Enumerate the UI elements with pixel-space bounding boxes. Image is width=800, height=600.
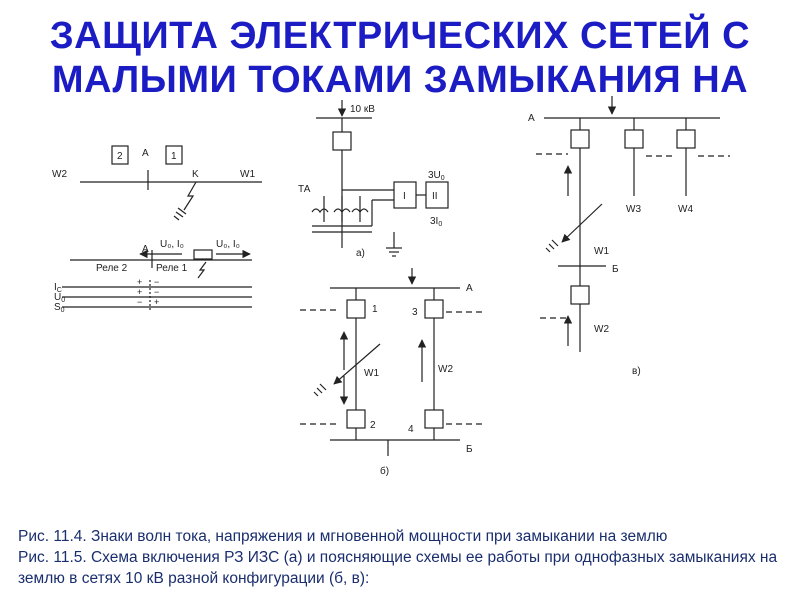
sign-left-row1: + <box>137 277 142 287</box>
ta-coil-3 <box>351 208 369 214</box>
fault-line-labels: 2 1 A W2 K W1 <box>52 148 255 180</box>
caption-fig-11-5: Рис. 11.5. Схема включения РЗ ИЗС (а) и … <box>18 549 778 587</box>
relay-2-label: Реле 2 <box>96 263 128 274</box>
row-s0-label: S0 <box>54 302 65 314</box>
line-w2-label: W2 <box>52 169 67 180</box>
slide-title: ЗАЩИТА ЭЛЕКТРИЧЕСКИХ СЕТЕЙ С МАЛЫМИ ТОКА… <box>0 14 800 102</box>
row-u0-label: U0 <box>54 292 65 304</box>
line-w1-label: W1 <box>364 368 379 379</box>
ta-coil-2 <box>333 208 351 214</box>
two-line-labels: A Б 1 2 3 4 W1 W2 б) <box>364 283 473 477</box>
relay-1-label: Реле 1 <box>156 263 188 274</box>
connection-scheme-figure <box>311 100 449 257</box>
bus-a-label: A <box>142 244 149 255</box>
breaker-w4 <box>676 129 696 149</box>
sign-right-row2: − <box>154 287 159 297</box>
ground-icon <box>313 383 327 397</box>
caption-fig-11-4: Рис. 11.4. Знаки волн тока, напряжения и… <box>18 528 668 545</box>
node-2-label: 2 <box>370 420 376 431</box>
figure-b-label: б) <box>380 465 389 477</box>
fault-k-label: K <box>192 169 199 180</box>
line-w4-label: W4 <box>678 204 693 215</box>
breaker-w2 <box>570 285 590 305</box>
breaker-2 <box>346 409 366 429</box>
line-w2-label: W2 <box>594 324 609 335</box>
sign-right-row1: − <box>154 277 159 287</box>
radial-network-labels: A Б W1 W2 W3 W4 в) <box>528 113 693 377</box>
sign-left-row3: − <box>137 297 142 307</box>
breaker-w3 <box>624 129 644 149</box>
title-line-2: МАЛЫМИ ТОКАМИ ЗАМЫКАНИЯ НА <box>51 59 749 101</box>
bus-a-label: A <box>466 283 473 294</box>
title-line-1: ЗАЩИТА ЭЛЕКТРИЧЕСКИХ СЕТЕЙ С <box>49 15 751 57</box>
bus-a-label: A <box>528 113 535 124</box>
out-3i0-label: 3I0 <box>430 216 442 228</box>
ground-icon <box>545 239 559 253</box>
sensor-right-label: U₀, I₀ <box>216 239 240 250</box>
radial-network-figure <box>536 96 730 352</box>
node-1-label: 1 <box>372 304 378 315</box>
bus-b-label: Б <box>612 264 619 275</box>
figure-v-label: в) <box>632 366 641 377</box>
voltage-label: 10 кВ <box>350 104 375 115</box>
out-3u0-label: 3U0 <box>428 170 445 182</box>
line-w3-label: W3 <box>626 204 641 215</box>
breaker-4 <box>424 409 444 429</box>
sensor-box <box>193 249 213 260</box>
breaker-1 <box>346 299 366 319</box>
box-1-label: 1 <box>171 151 177 162</box>
node-3-label: 3 <box>412 307 418 318</box>
fault-arrow <box>561 203 603 243</box>
figure-a-label: а) <box>356 248 365 259</box>
relay-box-1 <box>165 145 183 165</box>
node-4-label: 4 <box>408 424 414 435</box>
fault-arrow <box>333 343 381 385</box>
box-2-label: 2 <box>117 151 123 162</box>
ta-coil-1 <box>311 208 329 214</box>
wave-signs-figure <box>62 249 252 312</box>
breaker-box <box>332 131 352 151</box>
line-w1-label: W1 <box>594 246 609 257</box>
row-ic-label: IC <box>54 282 62 294</box>
line-w2-label: W2 <box>438 364 453 375</box>
breaker-w1 <box>570 129 590 149</box>
ta-label: ТА <box>298 184 311 195</box>
bus-b-label: Б <box>466 444 473 455</box>
fault-bolt-icon <box>197 261 207 279</box>
line-w1-label: W1 <box>240 169 255 180</box>
figure-captions: Рис. 11.4. Знаки волн тока, напряжения и… <box>18 526 788 600</box>
fault-line-figure <box>80 145 262 221</box>
ground-icon <box>173 207 187 221</box>
relay-ii-label: II <box>432 191 438 202</box>
breaker-3 <box>424 299 444 319</box>
two-line-figure <box>300 268 484 456</box>
fault-bolt-icon <box>183 181 197 211</box>
sign-left-row2: + <box>137 287 142 297</box>
wave-signs-labels: A U₀, I₀ U₀, I₀ Реле 2 Реле 1 IC U0 S0 +… <box>54 239 240 314</box>
connection-scheme-labels: 10 кВ ТА I II 3U0 3I0 а) <box>298 104 445 259</box>
relay-box-2 <box>111 145 129 165</box>
bus-a-label: A <box>142 148 149 159</box>
relay-i-label: I <box>403 191 406 202</box>
sensor-left-label: U₀, I₀ <box>160 239 184 250</box>
sign-right-row3: + <box>154 297 159 307</box>
